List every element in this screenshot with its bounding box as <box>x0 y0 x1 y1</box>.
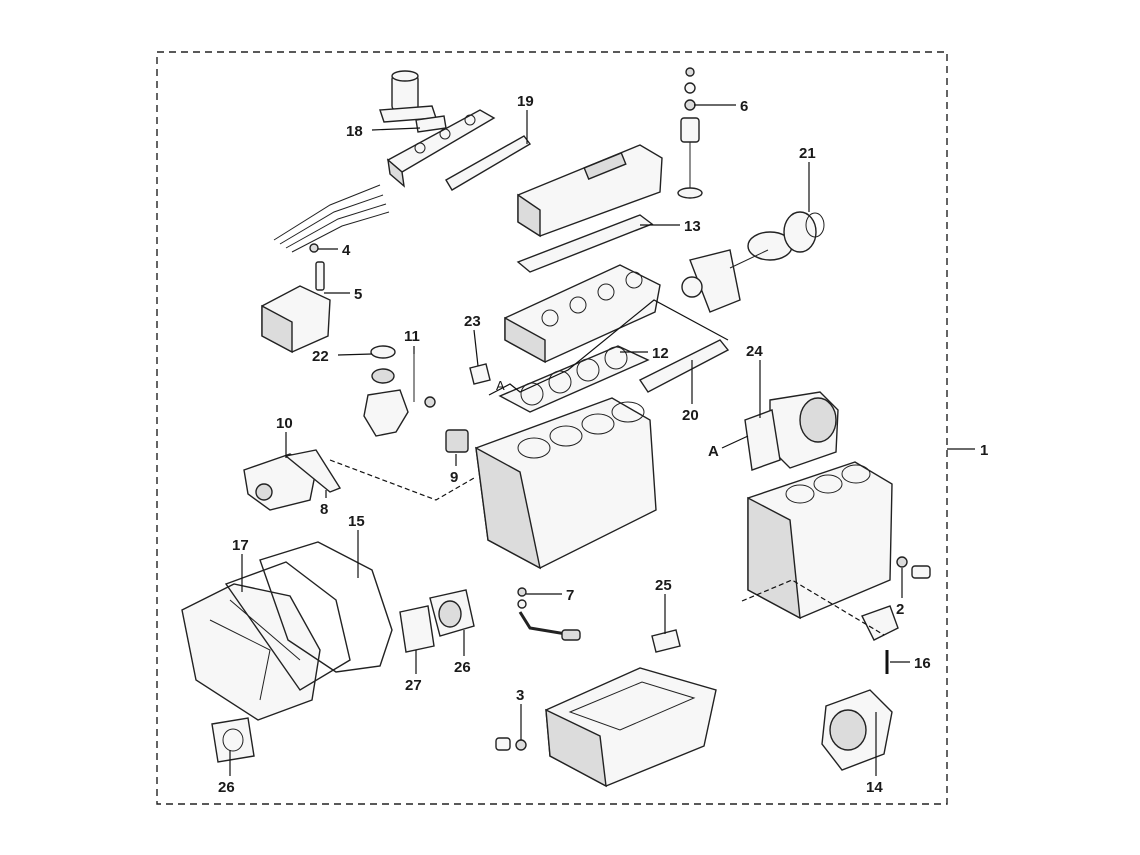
part-oil-strainer-pipe <box>517 587 581 641</box>
callout-1: 1 <box>980 442 988 459</box>
callout-11: 11 <box>404 328 420 345</box>
part-pipe-seal-washer <box>309 243 319 253</box>
callout-4: 4 <box>342 242 351 259</box>
callout-7: 7 <box>566 587 574 604</box>
callout-20: 20 <box>682 407 699 424</box>
part-block-plug <box>896 556 908 568</box>
part-oil-pan <box>545 667 717 788</box>
callout-5: 5 <box>354 286 362 303</box>
part-cylinder-block-rear <box>747 461 893 620</box>
part-manifold-gasket <box>445 135 532 191</box>
callout-8: 8 <box>320 501 328 518</box>
part-thermostat-housing <box>363 389 409 437</box>
callout-2: 2 <box>896 601 904 618</box>
leader-18 <box>371 127 421 131</box>
part-intake-manifold <box>386 109 496 188</box>
leader-23 <box>473 329 479 367</box>
callout-14: 14 <box>866 779 883 796</box>
callout-27: 27 <box>405 677 422 694</box>
part-thermostat-gasket <box>370 345 396 359</box>
callout-19: 19 <box>517 93 534 110</box>
callout-17: 17 <box>232 537 249 554</box>
part-drain-plug <box>495 737 511 751</box>
part-injection-pump <box>261 285 331 354</box>
part-thermostat-outlet <box>379 70 437 123</box>
part-water-pump-gasket <box>284 449 342 493</box>
callout-26-lower: 26 <box>218 779 235 796</box>
part-cylinder-block-main <box>475 397 657 570</box>
callout-16: 16 <box>914 655 931 672</box>
reference-mark-a-head: A <box>496 378 505 393</box>
ref-line-crank-area <box>741 579 885 636</box>
callout-15: 15 <box>348 513 365 530</box>
part-rear-crank-seal <box>821 689 893 771</box>
callout-26-upper: 26 <box>454 659 471 676</box>
part-sensor-washer <box>424 396 436 408</box>
kit-boundary-frame <box>156 51 948 805</box>
part-injector <box>315 261 325 291</box>
part-drain-plug-washer <box>515 739 527 751</box>
part-front-plate-gasket <box>224 561 351 691</box>
part-valve-assembly <box>677 67 703 199</box>
part-flywheel-housing <box>769 391 839 469</box>
part-oil-pressure-switch <box>911 565 931 579</box>
part-rocker-cover-gasket <box>516 214 654 273</box>
callout-9: 9 <box>450 469 458 486</box>
part-exhaust-manifold-gasket <box>638 339 730 393</box>
part-front-seal-housing <box>681 211 825 313</box>
leader-22 <box>337 353 373 356</box>
part-crank-seal <box>438 600 462 628</box>
callout-22: 22 <box>312 348 329 365</box>
part-injection-pipes <box>273 184 390 253</box>
callout-3: 3 <box>516 687 524 704</box>
callout-25: 25 <box>655 577 672 594</box>
part-flywheel-housing-gasket <box>744 409 781 471</box>
part-thermostat <box>371 368 395 384</box>
part-lower-cover-gasket-bore <box>222 728 244 752</box>
part-water-pump <box>243 453 317 511</box>
part-strainer-gasket <box>651 629 681 653</box>
part-retainer-gasket <box>399 605 435 653</box>
leader-A2 <box>721 435 749 449</box>
part-cylinder-head <box>504 264 661 364</box>
part-rocker-cover <box>517 144 663 238</box>
part-small-gasket <box>469 363 491 385</box>
part-timing-cover-gasket <box>259 541 393 673</box>
ref-line-gasket-chain <box>488 299 729 396</box>
callout-13: 13 <box>684 218 701 235</box>
callout-23: 23 <box>464 313 481 330</box>
ref-line-water-pump <box>329 459 475 501</box>
callout-10: 10 <box>276 415 293 432</box>
callout-24: 24 <box>746 343 763 360</box>
callout-21: 21 <box>799 145 816 162</box>
callout-12: 12 <box>652 345 669 362</box>
reference-mark-a-housing: A <box>708 443 719 460</box>
callout-18: 18 <box>346 123 363 140</box>
part-block-port-gasket <box>445 429 469 453</box>
part-timing-cover <box>181 583 321 721</box>
part-cylinder-head-gasket <box>498 345 650 413</box>
part-bearing-cap <box>861 605 899 641</box>
callout-6: 6 <box>740 98 748 115</box>
part-lower-cover-gasket <box>211 717 255 763</box>
